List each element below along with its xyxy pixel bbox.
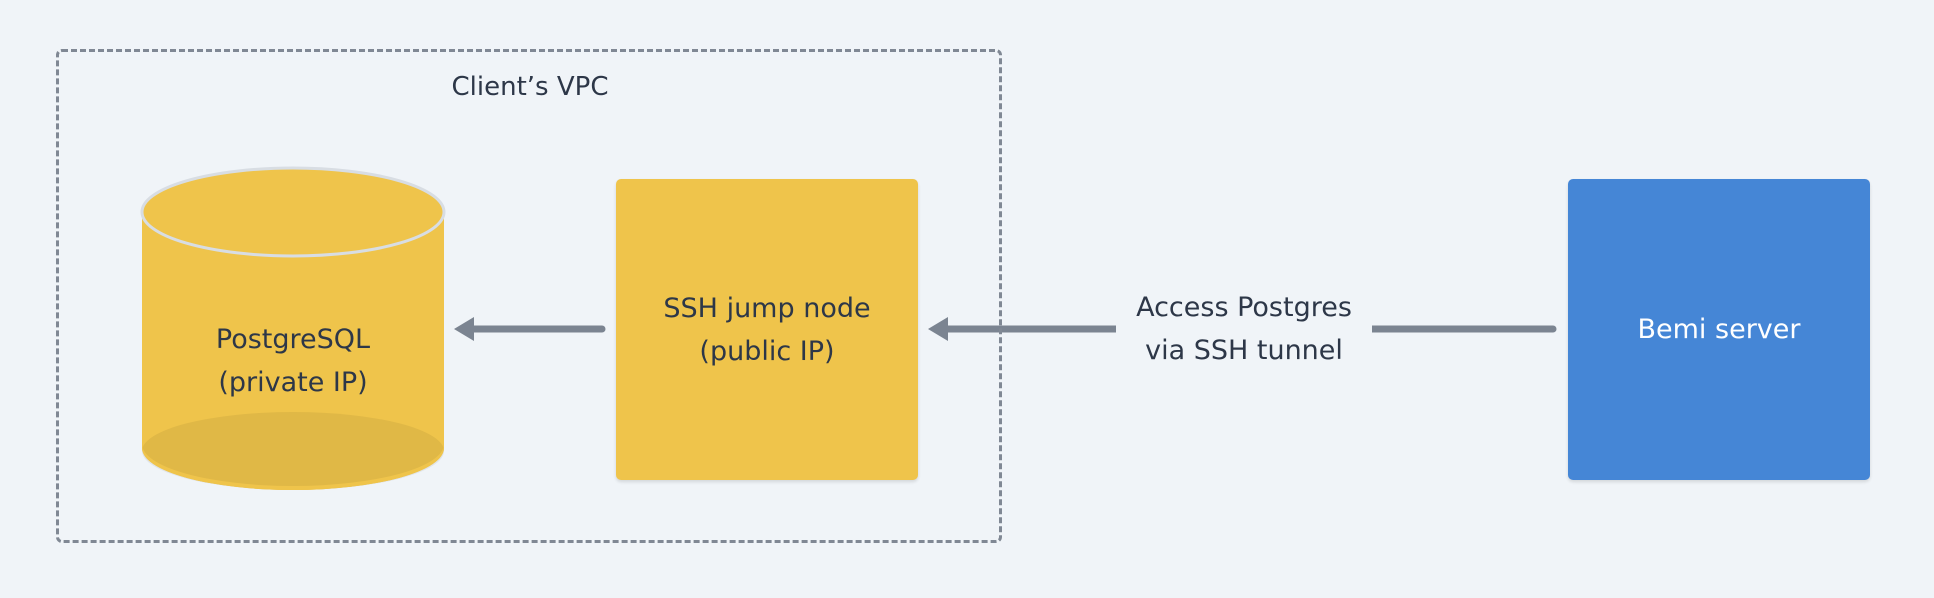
- bemi-server-node: Bemi server: [1568, 179, 1870, 480]
- arrow-ssh-to-postgres: [454, 317, 606, 341]
- ssh-jump-node-label: SSH jump node (public IP): [663, 292, 871, 367]
- postgresql-label-line1: PostgreSQL: [215, 324, 371, 355]
- database-body: [142, 212, 444, 490]
- ssh-tunnel-edge-label: Access Postgres via SSH tunnel: [1116, 286, 1372, 372]
- ssh-jump-node: SSH jump node (public IP): [616, 179, 918, 480]
- bemi-server-label: Bemi server: [1637, 314, 1801, 345]
- postgresql-label-line2: (private IP): [218, 367, 368, 398]
- database-top: [140, 166, 446, 258]
- database-bottom-shadow: [142, 412, 444, 490]
- postgresql-label: PostgreSQL (private IP): [142, 318, 444, 404]
- arrow-left-icon: [454, 317, 474, 341]
- client-vpc-label: Client’s VPC: [451, 72, 609, 102]
- arrow-left-icon: [928, 317, 948, 341]
- client-vpc-boundary: [56, 49, 1002, 543]
- database-cylinder-icon: [140, 166, 446, 490]
- arrow-bemi-to-ssh: [928, 317, 1557, 341]
